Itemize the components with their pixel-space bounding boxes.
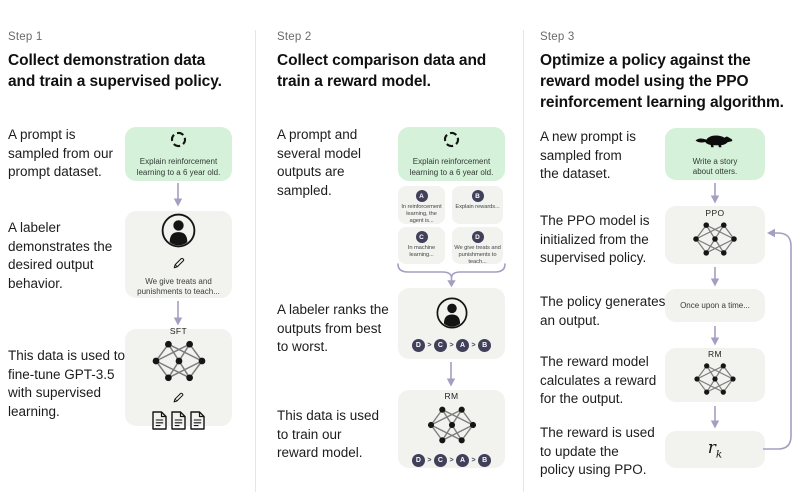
step3-row5-text: The reward is used to update the policy … [540,425,655,478]
network-icon [150,338,208,389]
column-divider [523,30,524,492]
rank-separator: > [471,457,476,464]
output-badge: D [471,231,484,243]
step3-heading: Optimize a policy against the reward mod… [540,52,784,112]
column-divider [255,30,256,492]
step2-row2-text: A labeler ranks the outputs from best to… [277,302,389,355]
arrow-down-icon [710,406,720,429]
output-card-d: D We give treats and punishments to teac… [452,227,503,266]
pencil-icon [172,391,185,409]
step1-label: Step 1 [8,31,43,43]
output-text: Explain rewards... [455,204,500,210]
arrow-down-icon [173,183,183,207]
output-badge: C [415,231,428,243]
arrow-down-icon [446,362,456,387]
prompt-text: Write a story about otters. [692,156,738,176]
prompt-box: Explain reinforcement learning to a 6 ye… [125,127,232,181]
labeler-box: We give treats and punishments to teach.… [125,211,232,298]
rank-badge: D [411,454,425,467]
step2-row3-text: This data is used to train our reward mo… [277,408,380,461]
step2-heading: Collect comparison data and train a rewa… [277,52,487,91]
step3-row2-text: The PPO model is initialized from the su… [540,213,650,266]
step2-label: Step 2 [277,31,312,43]
rank-badge: B [478,454,492,467]
rank-separator: > [471,341,476,349]
arrow-down-icon [710,326,720,346]
labeler-ranking-box: D > C > A > B [398,288,505,359]
output-card-b: B Explain rewards... [452,186,503,224]
step1-row1-text: A prompt is sampled from our prompt data… [8,127,114,180]
network-icon [690,220,740,263]
prompt-text: Explain reinforcement learning to a 6 ye… [136,157,221,177]
network-icon [425,404,479,451]
network-icon [691,361,739,402]
ppo-model-box: PPO [665,206,765,264]
feedback-loop-arrow-icon [763,228,792,450]
ranking-row: D > C > A > B [411,338,492,352]
rank-badge: B [478,338,492,352]
output-card-c: C In machine learning... [398,227,445,264]
pencil-icon [172,256,186,275]
rm-model-box: RM D > C > A [398,390,505,468]
policy-output-text: Once upon a time... [680,301,750,310]
step2-row1-text: A prompt and several model outputs are s… [277,127,362,198]
arrow-down-icon [710,267,720,287]
person-icon [435,296,469,335]
step1-heading: Collect demonstration data and train a s… [8,52,222,91]
step1-row3-text: This data is used to fine-tune GPT-3.5 w… [8,348,126,419]
rank-badge: C [433,454,447,467]
reward-symbol: rk [707,438,723,461]
rank-badge: D [411,338,425,352]
output-text: We give treats and punishments to teach.… [454,245,501,266]
rm-label: RM [444,391,459,401]
arrow-down-icon [173,301,183,326]
policy-output-box: Once upon a time... [665,289,765,322]
output-badge: B [471,190,484,202]
prompt-text: Explain reinforcement learning to a 6 ye… [409,157,494,177]
step3-row3-text: The policy generates an output. [540,294,666,328]
reward-value-box: rk [665,431,765,468]
refresh-icon [442,130,461,154]
rank-separator: > [427,457,432,464]
output-text: In machine learning... [407,245,436,259]
rank-separator: > [449,341,454,349]
refresh-icon [169,130,188,154]
output-text: In reinforcement learning, the agent is.… [401,204,442,225]
ppo-label: PPO [705,207,725,218]
step1-row2-text: A labeler demonstrates the desired outpu… [8,220,113,291]
rank-badge: C [433,338,447,352]
prompt-box: Write a story about otters. [665,128,765,180]
step3-row1-text: A new prompt is sampled from the dataset… [540,129,637,182]
output-badge: A [415,190,428,202]
brace-arrow-icon [397,263,506,288]
sft-model-box: SFT [125,325,232,430]
rank-separator: > [449,457,454,464]
sft-label: SFT [169,325,188,336]
rm-model-box: RM [665,348,765,402]
labeler-demo-text: We give treats and punishments to teach.… [137,276,220,296]
prompt-box: Explain reinforcement learning to a 6 ye… [398,127,505,181]
arrow-down-icon [710,183,720,204]
rank-badge: A [456,454,470,467]
output-card-a: A In reinforcement learning, the agent i… [398,186,445,224]
ranking-row: D > C > A > B [411,454,492,467]
otter-icon [694,131,736,155]
documents-icon [152,410,205,430]
step3-label: Step 3 [540,31,575,43]
rank-separator: > [427,341,432,349]
person-icon [160,212,197,254]
rank-badge: A [456,338,470,352]
rm-label: RM [707,348,723,359]
step3-row4-text: The reward model calculates a reward for… [540,354,657,407]
